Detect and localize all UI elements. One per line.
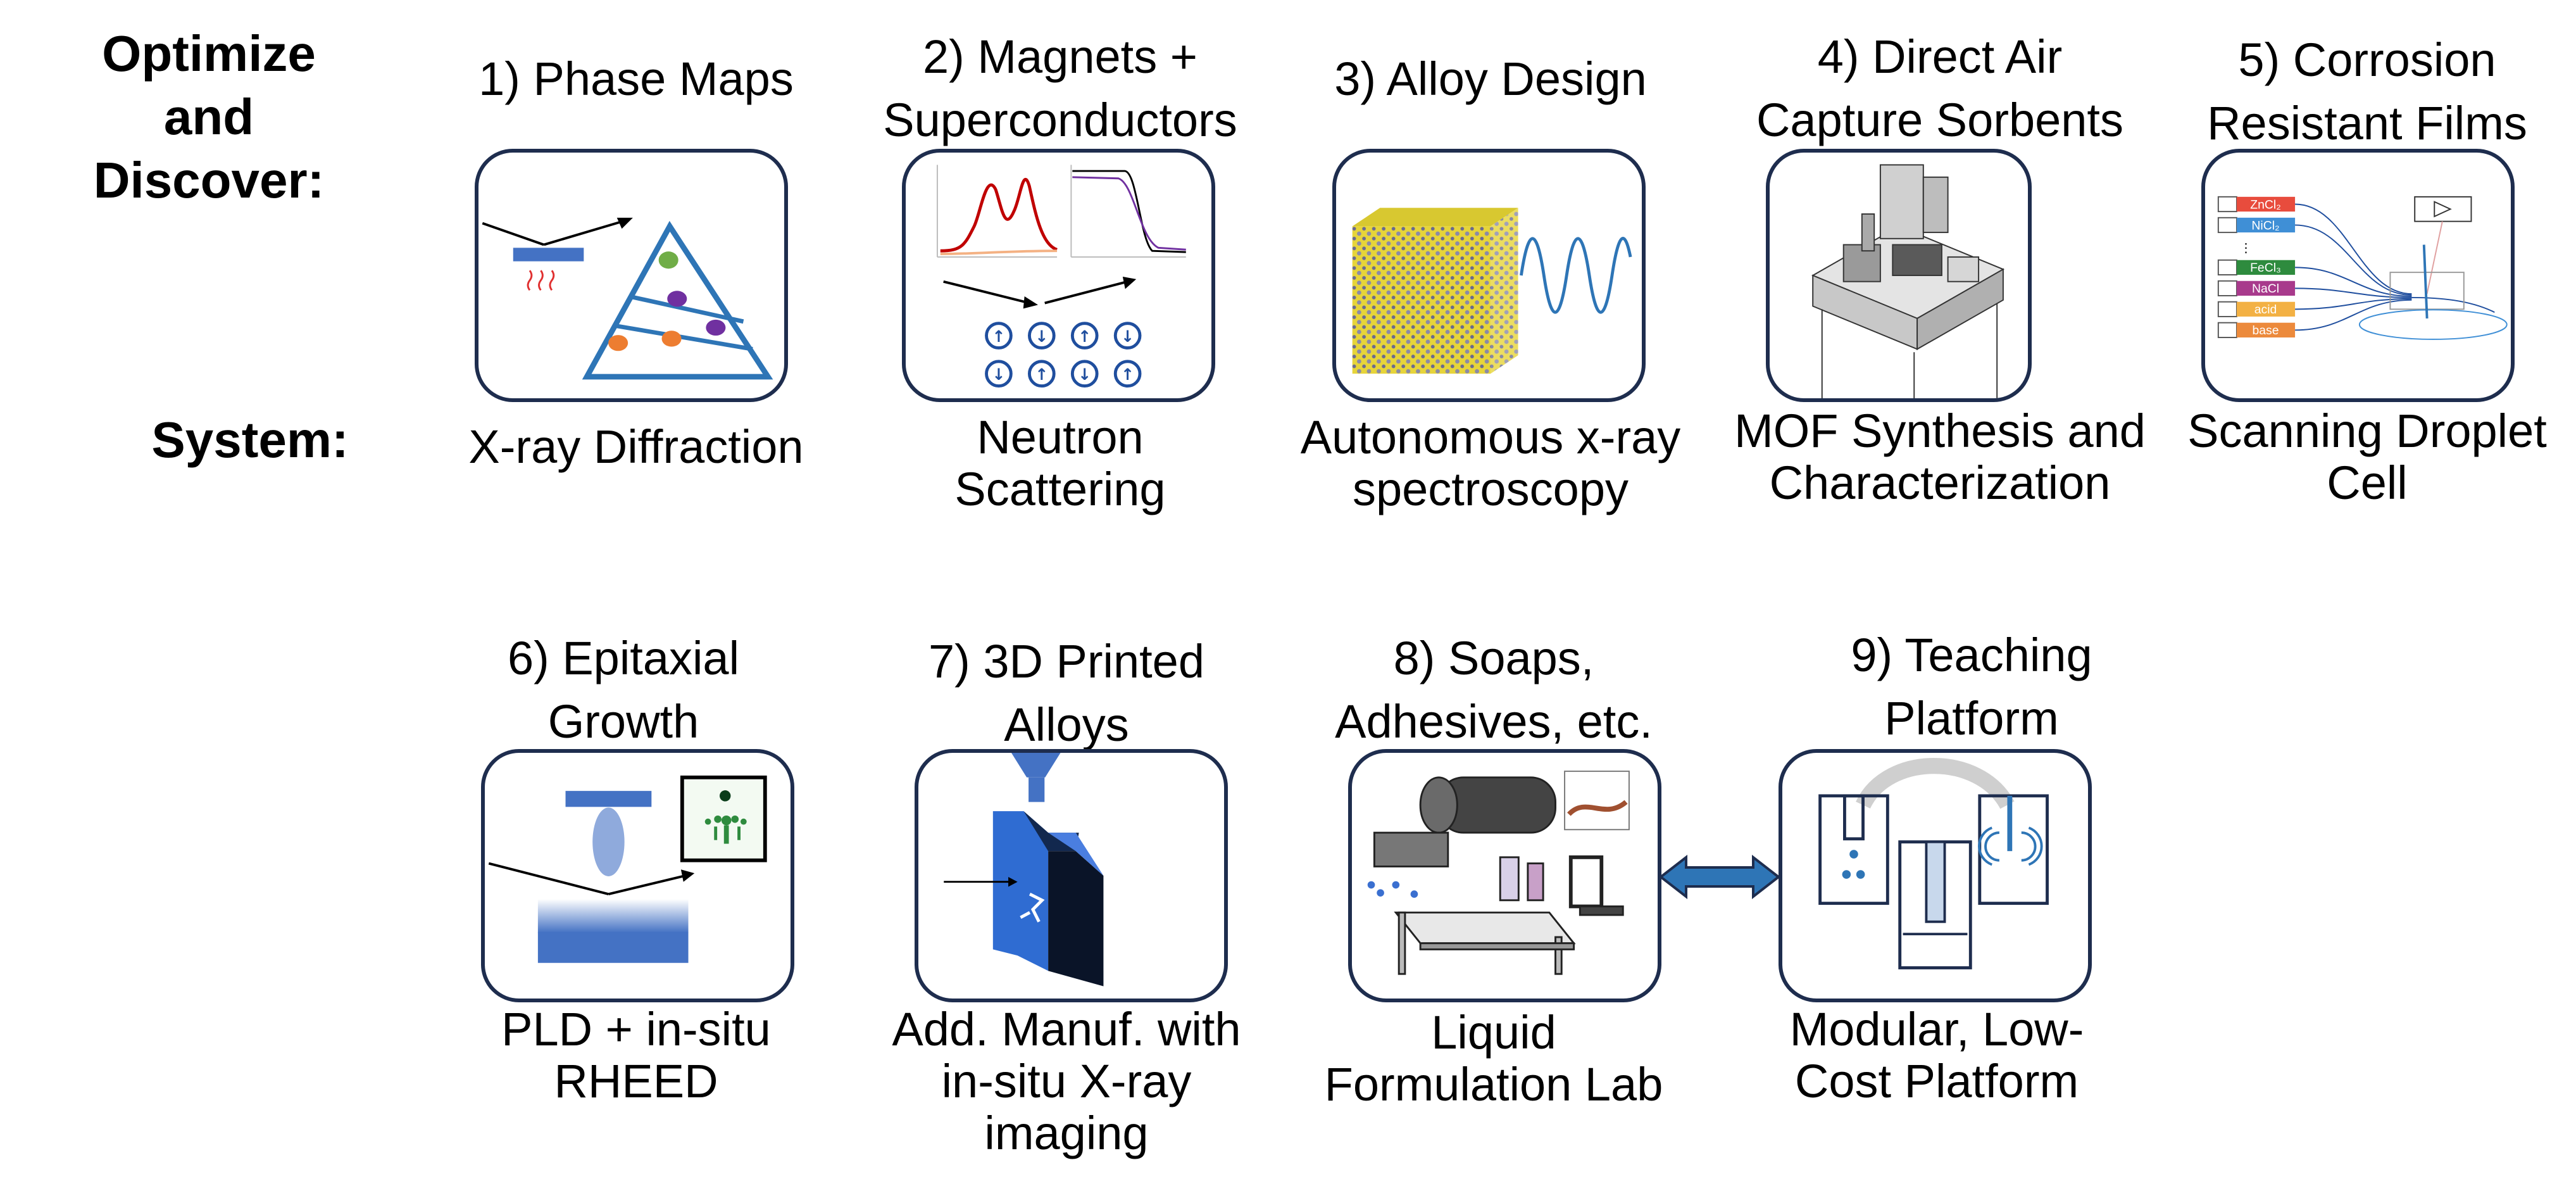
svg-text:↑: ↑ xyxy=(1035,365,1048,384)
svg-text:↑: ↑ xyxy=(1078,327,1091,346)
svg-text:↑: ↑ xyxy=(992,327,1005,346)
system-label: System: xyxy=(151,412,349,468)
reagent-zncl2: ZnCl₂ xyxy=(2250,198,2280,211)
teaching-platform-icon xyxy=(1779,749,2092,1002)
svg-text:↓: ↓ xyxy=(992,365,1005,384)
item-8-system: Liquid Formulation Lab xyxy=(1324,1006,1663,1111)
item-4-title: 4) Direct Air Capture Sorbents xyxy=(1756,30,2123,146)
droplet-cell-icon: ZnCl₂ NiCl₂ ⋮ FeCl₃ NaCl acid base xyxy=(2201,149,2515,402)
item-1-title: 1) Phase Maps xyxy=(478,53,794,105)
item-3-title: 3) Alloy Design xyxy=(1334,53,1647,105)
item-5-system: Scanning Droplet Cell xyxy=(2187,405,2547,509)
reagent-fecl3: FeCl₃ xyxy=(2250,261,2281,275)
item-8-title: 8) Soaps, Adhesives, etc. xyxy=(1335,632,1653,748)
reagent-nicl2: NiCl₂ xyxy=(2251,218,2279,232)
bidirectional-arrow-icon xyxy=(1660,855,1780,899)
mof-robot-icon xyxy=(1766,149,2032,402)
item-5-title: 5) Corrosion Resistant Films xyxy=(2207,34,2527,149)
optimize-discover-label: Optimize and Discover: xyxy=(93,25,325,208)
svg-text:↓: ↓ xyxy=(1078,365,1091,384)
svg-text:↑: ↑ xyxy=(1121,365,1134,384)
liquid-lab-icon xyxy=(1348,749,1661,1002)
item-2-title: 2) Magnets + Superconductors xyxy=(883,30,1237,146)
phase-map-icon xyxy=(475,149,788,402)
magnet-spin-icon: ↑ ↓ ↑ ↓ ↓ ↑ ↓ ↑ xyxy=(902,149,1215,402)
item-9-title: 9) Teaching Platform xyxy=(1851,629,2092,745)
printed-alloy-icon xyxy=(915,749,1228,1002)
reagent-ellipsis: ⋮ xyxy=(2240,241,2252,255)
reagent-acid: acid xyxy=(2254,303,2277,317)
svg-text:↓: ↓ xyxy=(1121,327,1134,346)
item-7-title: 7) 3D Printed Alloys xyxy=(928,635,1204,751)
item-2-system: Neutron Scattering xyxy=(954,411,1166,515)
item-4-system: MOF Synthesis and Characterization xyxy=(1734,405,2146,509)
item-6-system: PLD + in-situ RHEED xyxy=(501,1003,771,1107)
reagent-base: base xyxy=(2252,324,2279,337)
item-1-system: X-ray Diffraction xyxy=(468,420,804,473)
reagent-nacl: NaCl xyxy=(2252,282,2279,296)
item-7-system: Add. Manuf. with in-situ X-ray imaging xyxy=(892,1003,1241,1159)
epitaxial-growth-icon xyxy=(481,749,794,1002)
alloy-cube-icon xyxy=(1332,149,1646,402)
svg-text:↓: ↓ xyxy=(1035,327,1048,346)
item-3-system: Autonomous x-ray spectroscopy xyxy=(1300,411,1681,515)
item-6-title: 6) Epitaxial Growth xyxy=(507,632,740,748)
item-9-system: Modular, Low-Cost Platform xyxy=(1789,1003,2084,1107)
